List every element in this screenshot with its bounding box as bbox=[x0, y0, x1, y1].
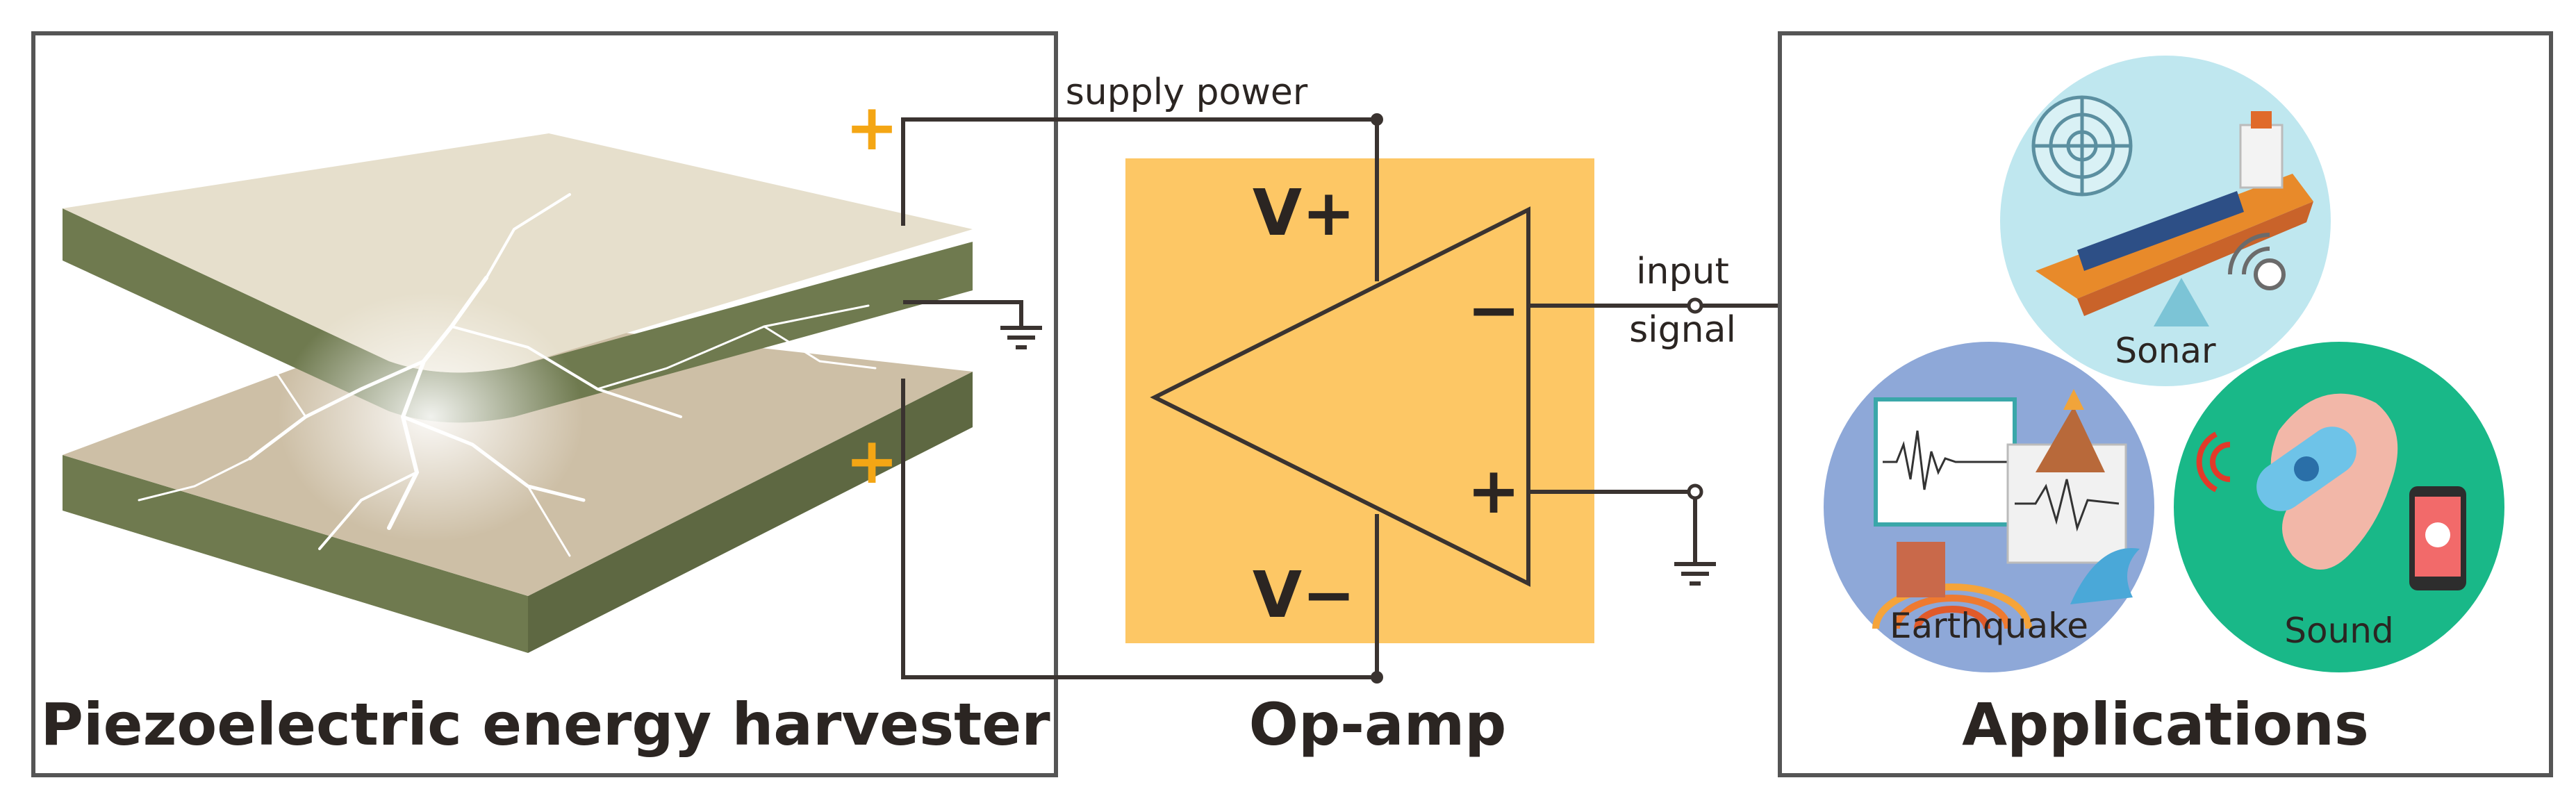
iceberg-icon bbox=[2154, 278, 2209, 326]
building-icon bbox=[1897, 542, 1945, 597]
wiring bbox=[901, 113, 1778, 684]
sound-illustration: Sound bbox=[2174, 342, 2504, 672]
supply-wire-bottom bbox=[901, 379, 1379, 679]
piezo-plates bbox=[63, 133, 973, 653]
sound-label: Sound bbox=[2284, 611, 2393, 651]
volcano-icon bbox=[2036, 406, 2105, 472]
opamp-box bbox=[1125, 158, 1594, 643]
electric-discharge bbox=[138, 193, 877, 557]
input-label-line2: signal bbox=[1629, 309, 1736, 351]
top-plate-top bbox=[63, 133, 973, 373]
seismic-rings-icon bbox=[1872, 583, 2032, 629]
earthquake-label: Earthquake bbox=[1890, 606, 2088, 646]
harvester-title: Piezoelectric energy harvester bbox=[40, 690, 1050, 759]
opamp-ground-symbol bbox=[1674, 562, 1716, 586]
sonar-illustration: Sonar bbox=[2000, 56, 2331, 386]
earthquake-illustration: Earthquake bbox=[1824, 342, 2154, 672]
junction-top bbox=[1371, 113, 1383, 126]
radar-icon bbox=[2031, 95, 2133, 197]
tsunami-icon bbox=[2070, 548, 2140, 604]
ship-icon bbox=[2036, 111, 2313, 316]
opamp-title: Op-amp bbox=[1249, 690, 1507, 759]
sonar-wave-icon bbox=[2228, 233, 2286, 290]
smartphone-icon bbox=[2409, 486, 2466, 590]
harvester-ground-symbol bbox=[1000, 326, 1042, 349]
supply-power-label: supply power bbox=[1066, 72, 1308, 113]
bottom-plate-side-right bbox=[528, 372, 973, 653]
polarity-plus-top: + bbox=[845, 90, 898, 165]
noninverting-node bbox=[1687, 483, 1703, 500]
input-node bbox=[1687, 297, 1703, 314]
seismograph-wave bbox=[1883, 430, 2008, 490]
vplus-label: V+ bbox=[1253, 176, 1355, 250]
input-label-line1: input bbox=[1636, 251, 1729, 292]
sound-waves-icon bbox=[2196, 431, 2231, 492]
polarity-plus-bottom: + bbox=[845, 424, 898, 498]
harvester-panel-frame bbox=[31, 31, 1058, 777]
sonar-label: Sonar bbox=[2115, 331, 2216, 371]
applications-title: Applications bbox=[1962, 690, 2369, 759]
vminus-label: V− bbox=[1253, 558, 1355, 632]
harvester-ground-wire bbox=[903, 300, 1023, 326]
inverting-input-label: − bbox=[1467, 273, 1520, 347]
bottom-plate-side-front bbox=[63, 455, 528, 653]
applications-panel-frame bbox=[1778, 31, 2553, 777]
noninverting-input-label: + bbox=[1467, 454, 1520, 528]
ear-icon bbox=[2270, 393, 2398, 570]
hearing-aid-icon bbox=[2256, 427, 2356, 511]
junction-bottom bbox=[1371, 671, 1383, 684]
supply-wire-top bbox=[901, 117, 1379, 281]
opamp-triangle bbox=[1150, 206, 1530, 587]
